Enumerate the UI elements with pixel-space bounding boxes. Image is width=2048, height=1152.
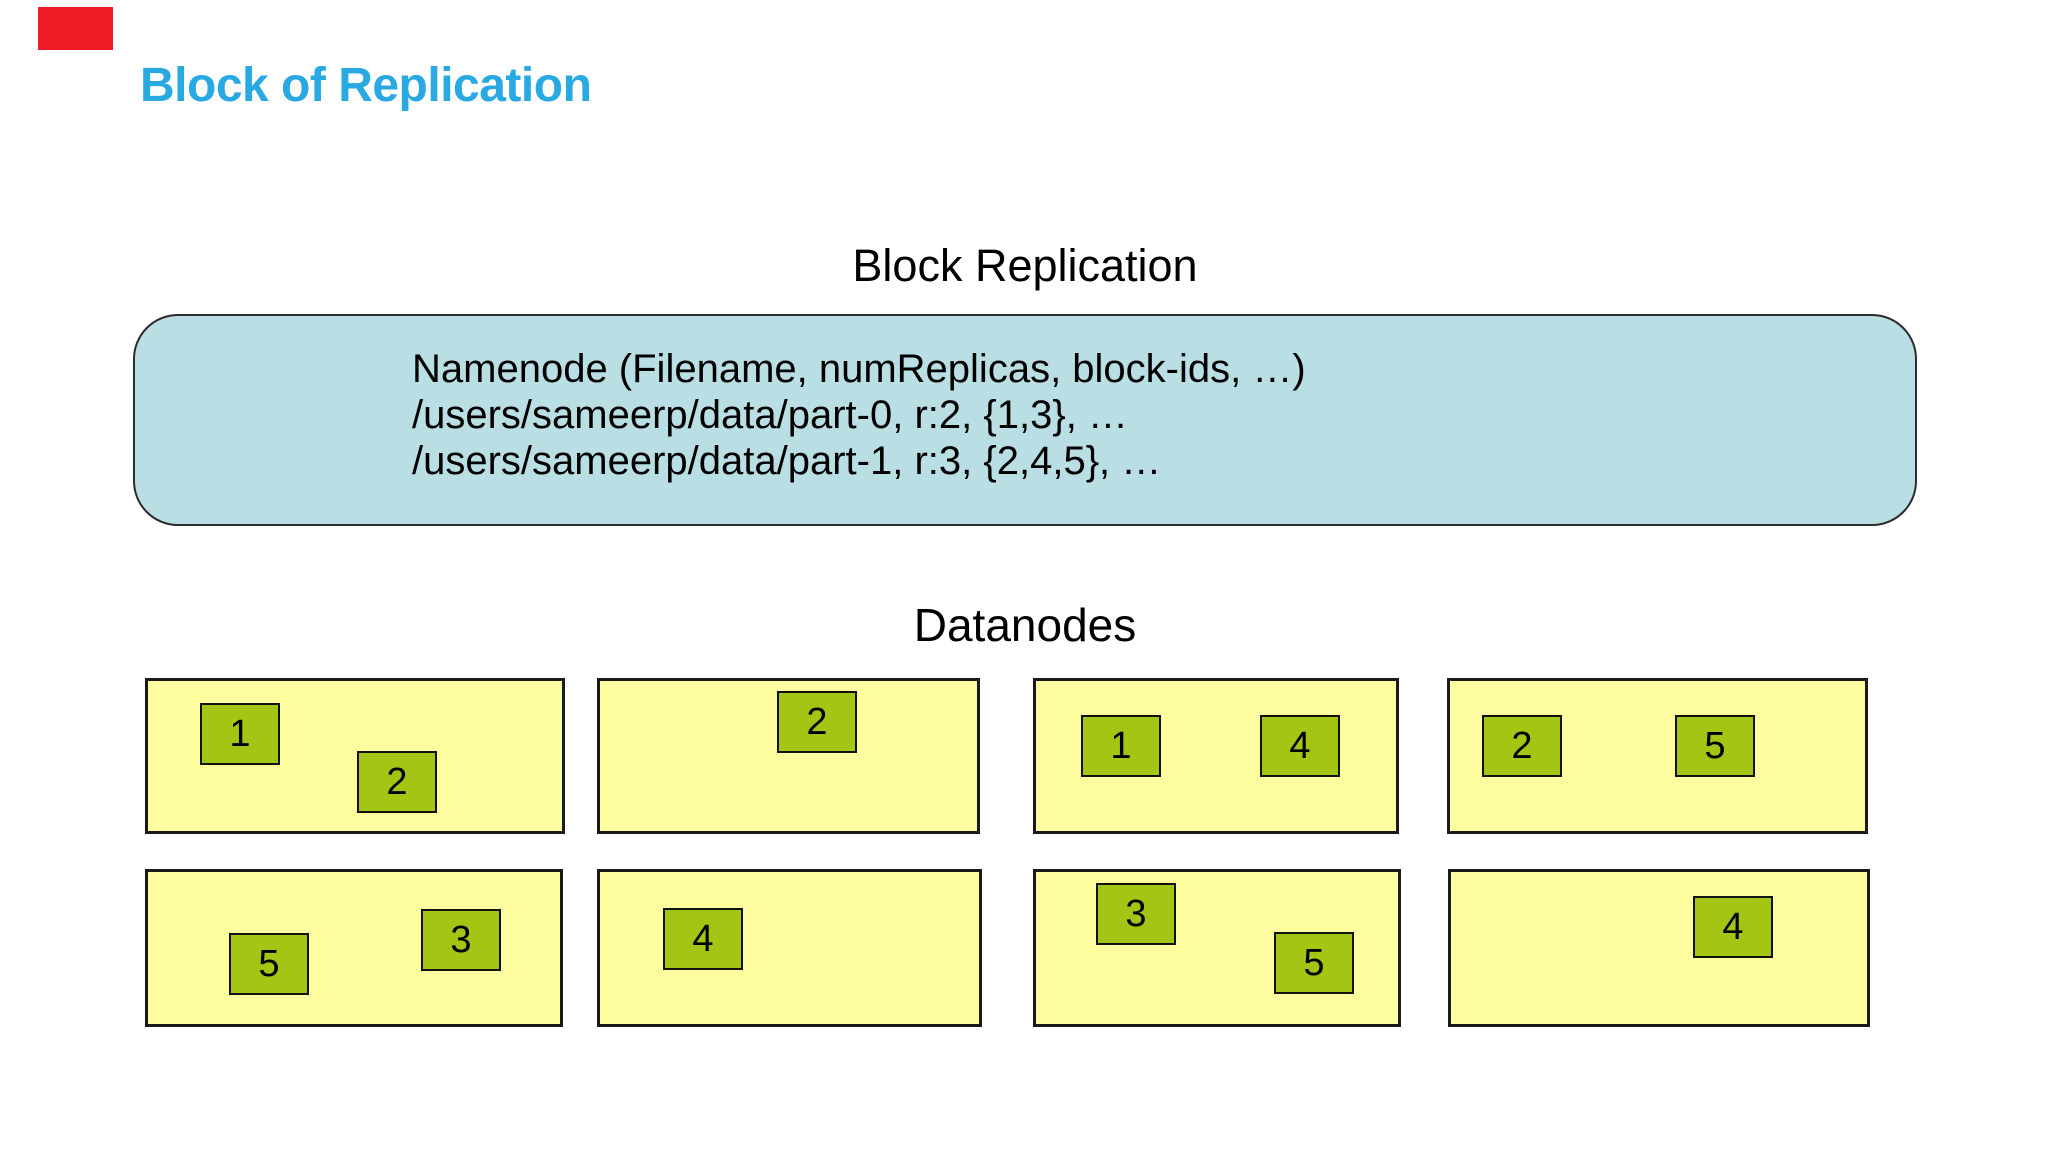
block-replica-2: 2	[1482, 715, 1562, 777]
namenode-line-1: Namenode (Filename, numReplicas, block-i…	[412, 347, 1306, 391]
block-replica-5: 5	[1675, 715, 1755, 777]
block-replica-3: 3	[1096, 883, 1176, 945]
block-replica-5: 5	[1274, 932, 1354, 994]
red-accent-shape	[38, 7, 113, 50]
datanode-6: 4	[597, 869, 982, 1027]
diagram-heading: Block Replication	[852, 240, 1198, 291]
block-replica-1: 1	[1081, 715, 1161, 777]
namenode-box: Namenode (Filename, numReplicas, block-i…	[133, 314, 1917, 526]
block-replica-2: 2	[357, 751, 437, 813]
block-replica-4: 4	[663, 908, 743, 970]
datanodes-heading: Datanodes	[913, 599, 1137, 651]
block-replica-2: 2	[777, 691, 857, 753]
datanode-8: 4	[1448, 869, 1870, 1027]
block-replica-1: 1	[200, 703, 280, 765]
block-replica-4: 4	[1260, 715, 1340, 777]
block-replica-3: 3	[421, 909, 501, 971]
block-replica-4: 4	[1693, 896, 1773, 958]
namenode-line-3: /users/sameerp/data/part-1, r:3, {2,4,5}…	[412, 439, 1162, 483]
block-replica-5: 5	[229, 933, 309, 995]
namenode-line-2: /users/sameerp/data/part-0, r:2, {1,3}, …	[412, 393, 1128, 437]
slide-title: Block of Replication	[140, 59, 592, 112]
datanode-2: 2	[597, 678, 980, 834]
